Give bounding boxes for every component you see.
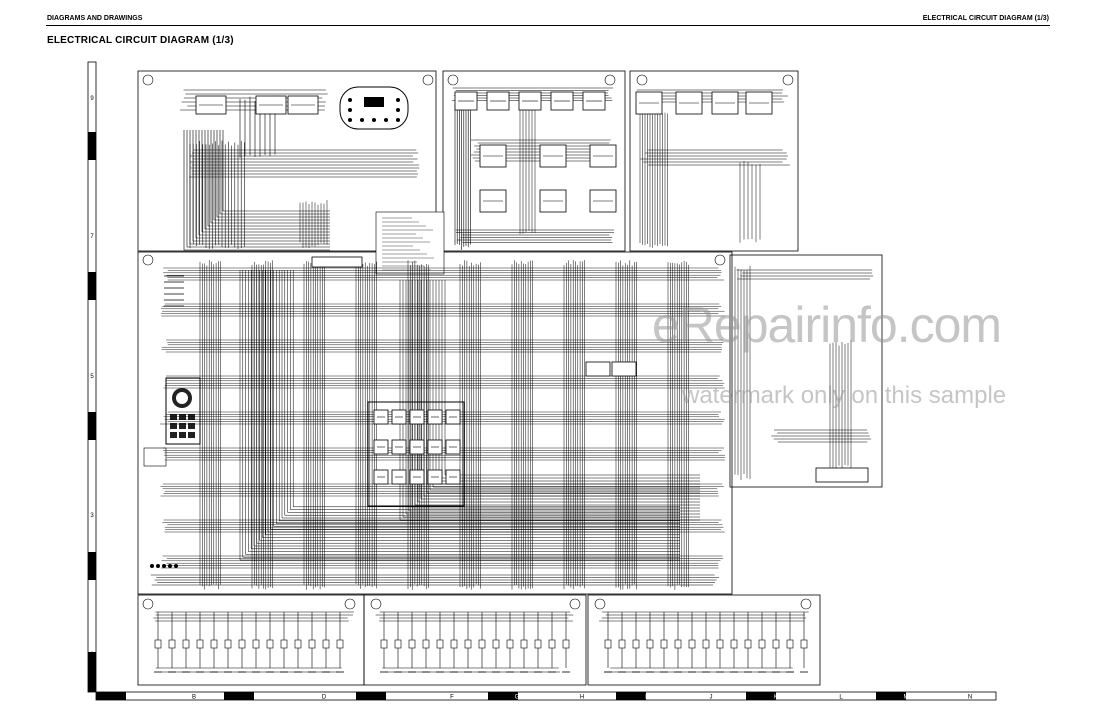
fuse-symbol <box>394 639 402 649</box>
panel-frames <box>137 70 883 686</box>
column-label-H: H <box>580 695 584 701</box>
fuse-symbol <box>182 639 190 649</box>
fuse-symbol <box>548 639 556 649</box>
watermark-notice: watermark only on this sample <box>682 382 1007 409</box>
column-label-B: B <box>192 695 196 701</box>
fuse-symbol <box>716 639 724 649</box>
row-ruler: 9 8 7 6 5 4 3 2 1 <box>87 61 97 693</box>
fuse-symbol <box>492 639 500 649</box>
column-label-F: F <box>450 695 454 701</box>
column-label-C: C <box>256 695 261 701</box>
page-header-title: ELECTRICAL CIRCUIT DIAGRAM (1/3) <box>922 15 1049 22</box>
fuse-symbol <box>800 639 808 649</box>
fuse-symbol <box>618 639 626 649</box>
fuse-symbol <box>688 639 696 649</box>
connector-block <box>611 361 637 377</box>
fuse-symbol <box>604 639 612 649</box>
row-label-9: 9 <box>90 96 94 102</box>
fuse-symbol <box>450 639 458 649</box>
row-label-4: 4 <box>90 444 94 450</box>
row-label-6: 6 <box>90 304 94 310</box>
fuse-symbol <box>478 639 486 649</box>
instrument-cluster-icon <box>339 86 409 130</box>
watermark-brand: eRepairinfo.com <box>652 297 1002 353</box>
fuse-symbol <box>520 639 528 649</box>
connector-block <box>815 467 869 483</box>
fuse-symbol <box>322 639 330 649</box>
wiring-bundles <box>150 87 874 673</box>
column-label-K: K <box>774 695 778 701</box>
column-label-I: I <box>645 695 647 701</box>
legend-box <box>375 211 445 275</box>
fuse-symbol <box>772 639 780 649</box>
fuse-symbol <box>534 639 542 649</box>
fuse-symbol <box>464 639 472 649</box>
column-ruler: A B C D E F G H I J K L M N <box>95 691 997 701</box>
fuse-symbol <box>210 639 218 649</box>
column-label-G: G <box>515 695 520 701</box>
connector-block <box>311 256 363 268</box>
fuse-symbol <box>702 639 710 649</box>
fuse-symbol <box>238 639 246 649</box>
column-label-L: L <box>839 695 843 701</box>
column-label-D: D <box>322 695 327 701</box>
fuse-symbol <box>154 639 162 649</box>
row-label-8: 8 <box>90 166 94 172</box>
page-title: ELECTRICAL CIRCUIT DIAGRAM (1/3) <box>47 35 234 46</box>
column-label-N: N <box>968 695 972 701</box>
fuse-symbol <box>758 639 766 649</box>
fuse-symbol <box>336 639 344 649</box>
panel-markers <box>142 74 812 610</box>
fuse-symbol <box>786 639 794 649</box>
fuse-symbol <box>294 639 302 649</box>
fuse-symbol <box>196 639 204 649</box>
fuse-symbol <box>506 639 514 649</box>
column-label-E: E <box>386 695 390 701</box>
fuse-symbol <box>280 639 288 649</box>
column-label-A: A <box>128 695 132 701</box>
fuse-symbol <box>224 639 232 649</box>
fuse-symbol <box>562 639 570 649</box>
column-label-M: M <box>904 695 909 701</box>
fuse-symbol <box>408 639 416 649</box>
fuse-symbol <box>632 639 640 649</box>
section-header: DIAGRAMS AND DRAWINGS <box>47 15 143 22</box>
row-label-2: 2 <box>90 582 94 588</box>
component-symbols <box>150 91 869 673</box>
fuse-symbol <box>422 639 430 649</box>
row-label-1: 1 <box>90 652 94 658</box>
fuse-symbol <box>266 639 274 649</box>
fuse-symbol <box>380 639 388 649</box>
relay-board <box>367 401 465 507</box>
row-label-3: 3 <box>90 513 94 519</box>
fuse-symbol <box>744 639 752 649</box>
fuse-symbol <box>436 639 444 649</box>
header-divider <box>46 25 1050 26</box>
fuse-symbol <box>308 639 316 649</box>
control-panel-icon <box>143 377 201 467</box>
fuse-symbol <box>730 639 738 649</box>
connector-block <box>585 361 611 377</box>
row-label-5: 5 <box>90 374 94 380</box>
fuse-symbol <box>252 639 260 649</box>
fuse-symbol <box>674 639 682 649</box>
fuse-symbol <box>646 639 654 649</box>
fuse-symbol <box>168 639 176 649</box>
column-label-J: J <box>710 695 713 701</box>
row-label-7: 7 <box>90 234 94 240</box>
fuse-symbol <box>660 639 668 649</box>
